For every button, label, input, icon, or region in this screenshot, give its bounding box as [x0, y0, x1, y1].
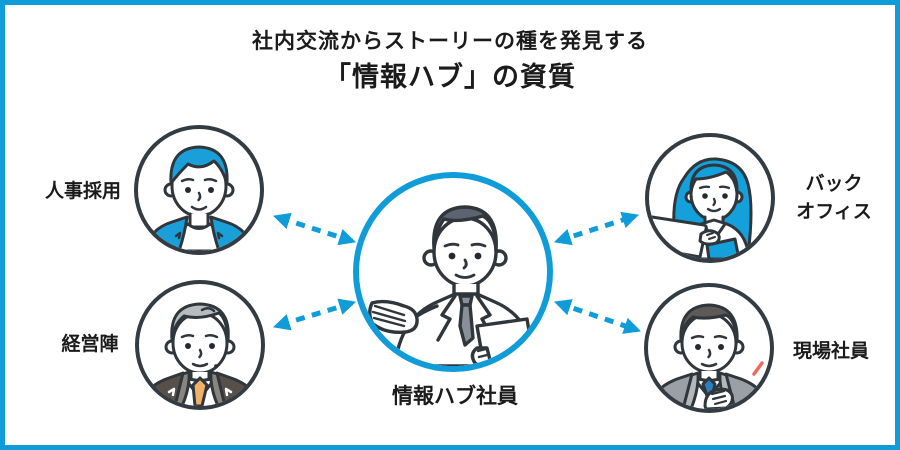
label-management: 経営陣	[61, 334, 119, 356]
label-back-office-line1: バック	[805, 173, 863, 195]
arrow-hub-to-management	[272, 298, 357, 331]
node-field-staff	[644, 283, 774, 413]
arrow-hub-to-hr	[272, 212, 357, 246]
hr-avatar-icon	[144, 145, 254, 251]
field-staff-avatar-icon	[648, 303, 770, 409]
label-back-office-line2: オフィス	[796, 201, 872, 222]
node-back-office	[645, 133, 775, 263]
arrow-hub-to-backoffice	[553, 211, 640, 246]
label-back-office: バック オフィス	[796, 170, 872, 225]
label-field-staff: 現場社員	[792, 341, 870, 363]
information-hub-avatar-icon	[368, 205, 539, 366]
label-hr-recruiting: 人事採用	[44, 181, 122, 203]
page-title: 社内交流からストーリーの種を発見する 「情報ハブ」の資質	[5, 29, 895, 94]
title-line-2: 「情報ハブ」の資質	[324, 62, 576, 93]
label-information-hub: 情報ハブ社員	[392, 384, 518, 408]
management-avatar-icon	[139, 302, 261, 406]
back-office-avatar-icon	[649, 157, 753, 259]
node-information-hub	[353, 172, 553, 372]
node-hr-recruiting	[134, 125, 264, 255]
title-line-1: 社内交流からストーリーの種を発見する	[252, 30, 648, 53]
arrow-hub-to-field	[553, 299, 642, 334]
node-management	[135, 280, 265, 410]
